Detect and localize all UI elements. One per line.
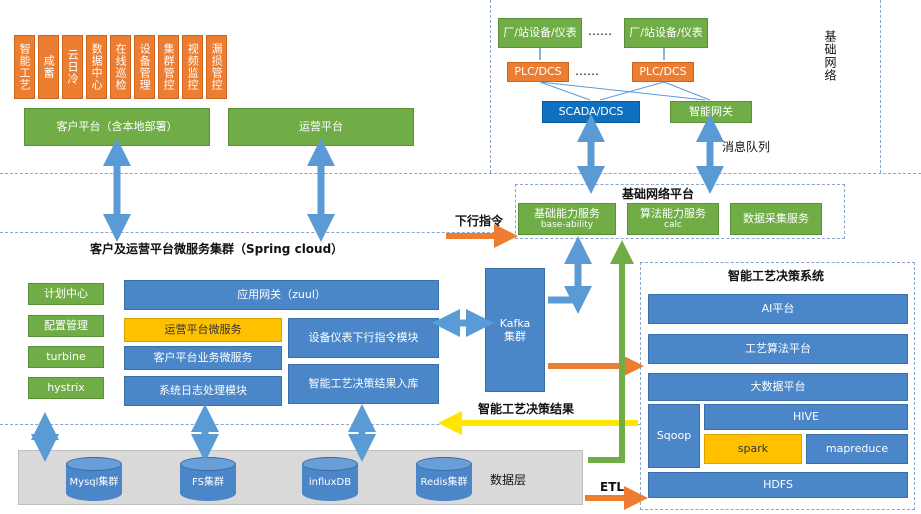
etl-label: ETL <box>600 480 625 494</box>
calc-service: 算法能力服务 calc <box>627 203 719 235</box>
module-video-monitoring: 视频监控 <box>182 35 203 99</box>
process-algorithm-platform: 工艺算法平台 <box>648 334 908 364</box>
bigdata-platform: 大数据平台 <box>648 373 908 401</box>
hive: HIVE <box>704 404 908 430</box>
module-data-center: 数据中心 <box>86 35 107 99</box>
plc-dcs-2: PLC/DCS <box>632 62 694 82</box>
decision-system-frame <box>640 262 915 510</box>
base-network-label: 基础网络 <box>823 30 837 82</box>
mapreduce: mapreduce <box>806 434 908 464</box>
device-meter-1: 厂/站设备/仪表 <box>498 18 582 48</box>
separator-vertical-left <box>490 0 491 173</box>
module-2: 咸蓄 <box>38 35 59 99</box>
data-collect-service: 数据采集服务 <box>730 203 822 235</box>
separator-mid <box>0 232 505 233</box>
downlink-cmd-label: 下行指令 <box>455 214 504 228</box>
redis-cluster: Redis集群 <box>416 457 472 501</box>
module-3: 云日冷 <box>62 35 83 99</box>
separator-data <box>0 424 640 425</box>
device-cmd-module: 设备仪表下行指令模块 <box>288 318 439 358</box>
base-ability-sub: base-ability <box>540 220 594 231</box>
plc-dcs-1: PLC/DCS <box>507 62 569 82</box>
customer-microservice: 客户平台业务微服务 <box>124 346 282 370</box>
decision-input-module: 智能工艺决策结果入库 <box>288 364 439 404</box>
decision-system-title: 智能工艺决策系统 <box>728 269 825 283</box>
orange-module-group: 智能工艺 咸蓄 云日冷 数据中心 在线巡检 设备管理 集群管控 视频监控 漏损管… <box>14 35 227 99</box>
module-leak-control: 漏损管控 <box>206 35 227 99</box>
mysql-cluster: Mysql集群 <box>66 457 122 501</box>
base-network-platform-title: 基础网络平台 <box>622 187 695 201</box>
separator-top <box>0 173 921 174</box>
kafka-cluster: Kafka集群 <box>485 268 545 392</box>
arrow-green-platform <box>588 240 634 463</box>
module-online-inspection: 在线巡检 <box>110 35 131 99</box>
module-device-management: 设备管理 <box>134 35 155 99</box>
message-queue-label: 消息队列 <box>722 140 771 154</box>
base-ability-label: 基础能力服务 <box>534 207 600 220</box>
influxdb: influxDB <box>302 457 358 501</box>
device-meter-2: 厂/站设备/仪表 <box>624 18 708 48</box>
data-layer-label: 数据层 <box>490 473 527 487</box>
fs-cluster: FS集群 <box>180 457 236 501</box>
spark: spark <box>704 434 802 464</box>
app-gateway: 应用网关（zuul） <box>124 280 439 310</box>
turbine: turbine <box>28 346 104 368</box>
base-ability-service: 基础能力服务 base-ability <box>518 203 616 235</box>
module-cluster-control: 集群管控 <box>158 35 179 99</box>
ellipsis-top: …… <box>588 24 612 38</box>
microservice-cluster-title: 客户及运营平台微服务集群（Spring cloud） <box>90 242 344 256</box>
ai-platform: AI平台 <box>648 294 908 324</box>
ellipsis-mid: …… <box>575 64 599 78</box>
separator-vertical-right <box>880 0 881 173</box>
calc-service-sub: calc <box>664 220 682 231</box>
module-smart-process: 智能工艺 <box>14 35 35 99</box>
decision-result-label: 智能工艺决策结果 <box>478 402 575 416</box>
ops-microservice: 运营平台微服务 <box>124 318 282 342</box>
hdfs: HDFS <box>648 472 908 498</box>
scada-dcs: SCADA/DCS <box>542 101 640 123</box>
base-network-platform-frame <box>515 184 845 239</box>
hystrix: hystrix <box>28 377 104 399</box>
plan-center: 计划中心 <box>28 283 104 305</box>
calc-service-label: 算法能力服务 <box>640 207 706 220</box>
config-management: 配置管理 <box>28 315 104 337</box>
sqoop: Sqoop <box>648 404 700 468</box>
